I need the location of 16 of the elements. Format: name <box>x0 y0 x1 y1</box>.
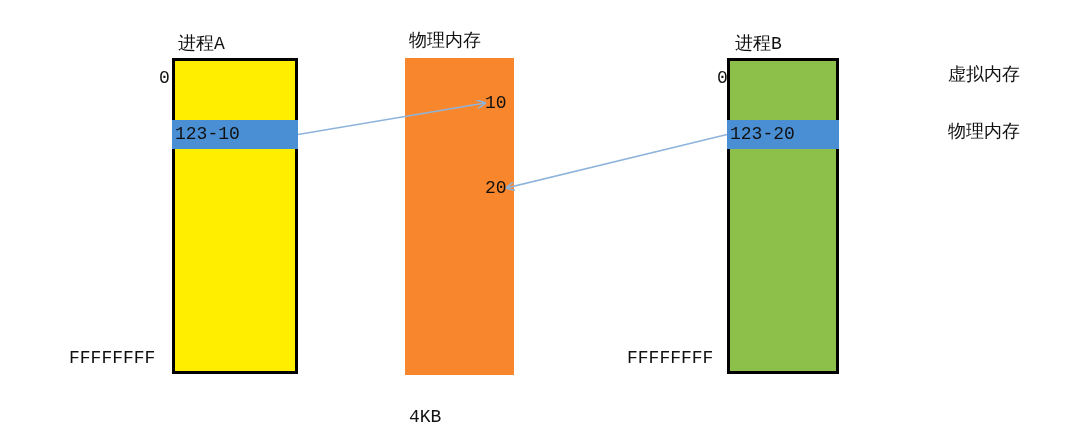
column-heading: 进程B <box>735 33 782 55</box>
note-label: 物理内存 <box>948 121 1020 143</box>
address-label: 0 <box>717 67 728 89</box>
address-label: 10 <box>485 92 507 114</box>
column-heading: 物理内存 <box>409 30 481 52</box>
arrow <box>504 133 728 192</box>
address-label: FFFFFFFF <box>627 347 714 369</box>
address-label: 20 <box>485 177 507 199</box>
memory-entry: 123-20 <box>727 120 839 149</box>
arrow <box>297 99 487 136</box>
memory-entry: 123-10 <box>172 120 298 149</box>
address-label: 4KB <box>409 406 442 428</box>
column-heading: 进程A <box>178 33 225 55</box>
note-label: 虚拟内存 <box>948 64 1020 86</box>
address-label: 0 <box>159 67 170 89</box>
address-label: FFFFFFFF <box>69 347 156 369</box>
